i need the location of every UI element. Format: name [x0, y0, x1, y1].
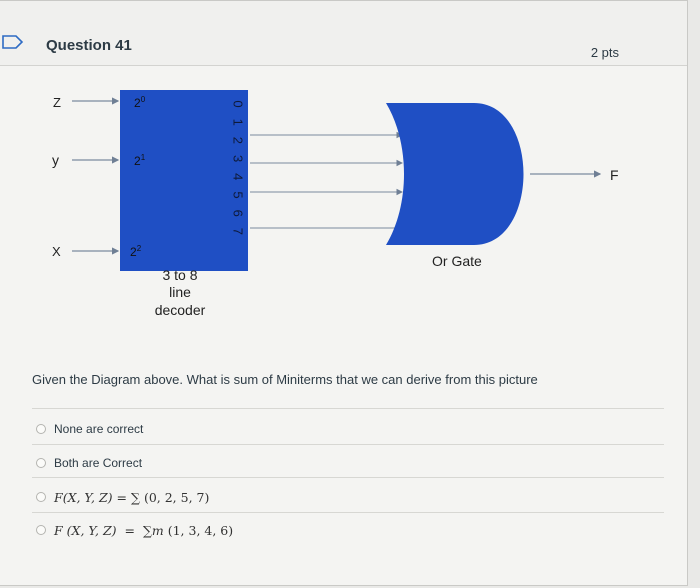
- decoder-output-1: 1: [231, 119, 246, 126]
- decoder-caption-line-2: line: [169, 284, 191, 300]
- decoder-output-2: 2: [231, 137, 246, 144]
- radio-button-icon[interactable]: [36, 492, 46, 502]
- radio-button-icon[interactable]: [36, 525, 46, 535]
- flag-question-icon[interactable]: [2, 35, 24, 49]
- question-title: Question 41: [46, 37, 132, 54]
- or-gate-shape: [386, 103, 524, 245]
- answer-option-1[interactable]: None are correct: [36, 419, 143, 439]
- option-divider: [32, 408, 664, 409]
- decoder-output-4: 4: [231, 173, 246, 180]
- input-label-z: Z: [53, 95, 61, 110]
- question-points: 2 pts: [590, 45, 619, 60]
- question-header: Question 41 2 pts: [0, 1, 687, 66]
- input-weight-0: 20: [134, 95, 146, 110]
- input-weight-1: 21: [134, 153, 146, 168]
- option-divider: [32, 512, 664, 513]
- decoder-caption-line-3: decoder: [155, 302, 206, 318]
- decoder-output-numbers: 0 1 2 3 4 5 6 7: [231, 100, 246, 235]
- or-gate-label: Or Gate: [432, 253, 482, 269]
- question-card: Question 41 2 pts Z y X 20 21 22 0 1 2 3 4 5 6…: [0, 0, 688, 586]
- radio-button-icon[interactable]: [36, 458, 46, 468]
- question-text: Given the Diagram above. What is sum of …: [32, 372, 538, 387]
- answer-option-formula: F (X, Y, Z) = ∑m (1, 3, 4, 6): [54, 522, 234, 538]
- decoder-output-6: 6: [231, 210, 246, 217]
- option-divider: [32, 444, 664, 445]
- answer-option-4[interactable]: F (X, Y, Z) = ∑m (1, 3, 4, 6): [36, 520, 233, 540]
- input-label-x: X: [52, 244, 61, 259]
- decoder-or-gate-diagram: Z y X 20 21 22 0 1 2 3 4 5 6 7 Or Gate F 3 to 8…: [52, 90, 619, 318]
- radio-button-icon[interactable]: [36, 424, 46, 434]
- decoder-output-5: 5: [231, 191, 246, 198]
- decoder-output-0: 0: [231, 100, 246, 107]
- output-label-f: F: [610, 167, 619, 183]
- answer-option-3[interactable]: F(X, Y, Z) = ∑ (0, 2, 5, 7): [36, 487, 209, 507]
- decoder-output-7: 7: [231, 228, 246, 235]
- input-label-y: y: [52, 152, 59, 168]
- answer-option-2[interactable]: Both are Correct: [36, 453, 142, 473]
- answer-option-formula: F(X, Y, Z) = ∑ (0, 2, 5, 7): [54, 489, 210, 505]
- decoder-caption-line-1: 3 to 8: [162, 267, 197, 283]
- decoder-output-3: 3: [231, 155, 246, 162]
- decoder-block: [120, 90, 248, 271]
- answer-option-label: Both are Correct: [54, 456, 143, 470]
- answer-option-label: None are correct: [54, 422, 144, 436]
- option-divider: [32, 477, 664, 478]
- input-weight-2: 22: [130, 244, 142, 259]
